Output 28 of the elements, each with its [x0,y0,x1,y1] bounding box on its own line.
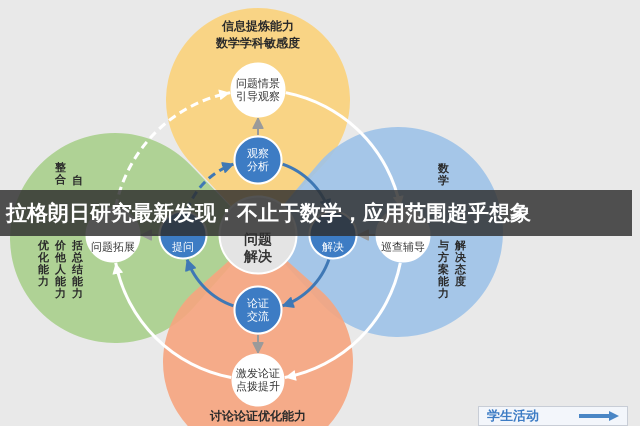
circle-label: 激发论证点拨提升 [235,366,281,394]
circle-label: 解决 [321,240,345,254]
vertical-label: 整合 [55,162,66,186]
title: 拉格朗日研究最新发现：不止于数学，应用范围超乎想象 [4,200,531,227]
petal-heading: 讨论论证优化能力 [210,408,306,425]
circle-label: 提问 [171,240,195,254]
arrow [252,117,264,135]
arrow [113,262,232,379]
circle-label: 巡查辅导 [380,240,426,254]
vertical-label: 优化能力 [38,240,49,288]
petal-heading: 信息提炼能力 [222,18,294,35]
circle-label: 论证交流 [246,296,270,324]
arrow [252,335,264,354]
petal-heading: 数学学科敏感度 [216,35,300,52]
circle-label: 观察分析 [246,146,270,174]
vertical-label: 数学 [438,163,449,188]
vertical-label: 与方案能力 [438,240,449,300]
vertical-label: 价他人能力 [55,240,66,300]
vertical-label: 自 [72,175,83,188]
circle-label: 问题解决 [242,232,273,266]
arrow [186,259,234,308]
arrow [284,262,402,380]
circle-label: 问题拓展 [90,240,136,254]
arrow [282,259,330,308]
legend-label: 学生活动 [486,408,540,425]
vertical-label: 解决态度 [455,240,466,288]
vertical-label: 括总结能力 [72,240,83,300]
circle-label: 问题情景引导观察 [235,76,281,104]
